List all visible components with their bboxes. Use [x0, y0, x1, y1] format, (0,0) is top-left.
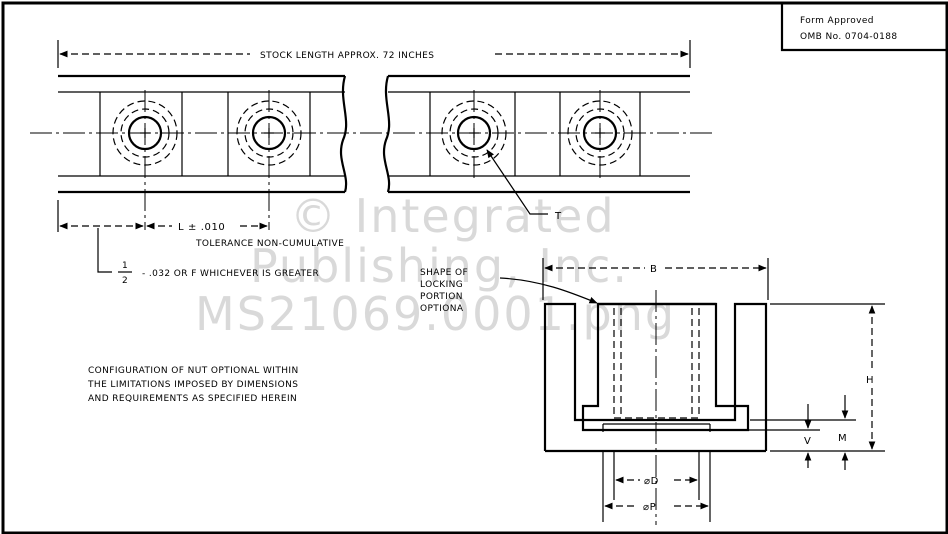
- form-approved-text: Form Approved: [800, 16, 874, 26]
- nut-4: [567, 90, 633, 180]
- omb-number-text: OMB No. 0704-0188: [800, 32, 898, 42]
- watermark-line-3: MS21069.0001.png: [195, 287, 676, 341]
- fraction-numerator: 1: [122, 261, 128, 271]
- stock-length-label: STOCK LENGTH APPROX. 72 INCHES: [260, 51, 434, 61]
- dimension-v-label: V: [804, 436, 811, 447]
- nut-2: [236, 90, 302, 230]
- dimension-b-label: B: [650, 264, 657, 275]
- dimension-p-label: ⌀P: [643, 502, 656, 513]
- shape-note-line-2: LOCKING: [420, 280, 463, 290]
- nut-1: [112, 90, 178, 230]
- nut-strip-top-view: STOCK LENGTH APPROX. 72 INCHES: [30, 40, 715, 286]
- configuration-note: CONFIGURATION OF NUT OPTIONAL WITHIN THE…: [87, 366, 299, 404]
- form-approval-box: Form Approved OMB No. 0704-0188: [780, 3, 947, 52]
- shape-note-line-1: SHAPE OF: [420, 268, 468, 278]
- fraction-denominator: 2: [122, 276, 128, 286]
- nut-3: [441, 90, 507, 180]
- tolerance-label: TOLERANCE NON-CUMULATIVE: [195, 239, 344, 249]
- dimension-d-label: ⌀D: [644, 476, 659, 487]
- dimension-h-label: H: [866, 375, 874, 386]
- note-line-3: AND REQUIREMENTS AS SPECIFIED HEREIN: [88, 394, 297, 404]
- shape-note-line-4: OPTIONA: [420, 304, 464, 314]
- shape-note-line-3: PORTION: [420, 292, 463, 302]
- end-distance-label: - .032 OR F WHICHEVER IS GREATER: [142, 269, 319, 279]
- dimension-m-label: M: [838, 433, 847, 444]
- thread-callout-t: T: [554, 211, 562, 222]
- note-line-2: THE LIMITATIONS IMPOSED BY DIMENSIONS: [87, 380, 298, 390]
- watermark-line-2: Publishing, Inc.: [250, 239, 629, 293]
- watermark-line-1: © Integrated: [290, 189, 616, 243]
- pitch-dimension-label: L ± .010: [178, 222, 225, 233]
- nut-section-view: B SHAPE OF LOCKING PORTION OPTIONA H: [420, 258, 885, 525]
- watermark: © Integrated Publishing, Inc. MS21069.00…: [195, 189, 676, 341]
- note-line-1: CONFIGURATION OF NUT OPTIONAL WITHIN: [88, 366, 299, 376]
